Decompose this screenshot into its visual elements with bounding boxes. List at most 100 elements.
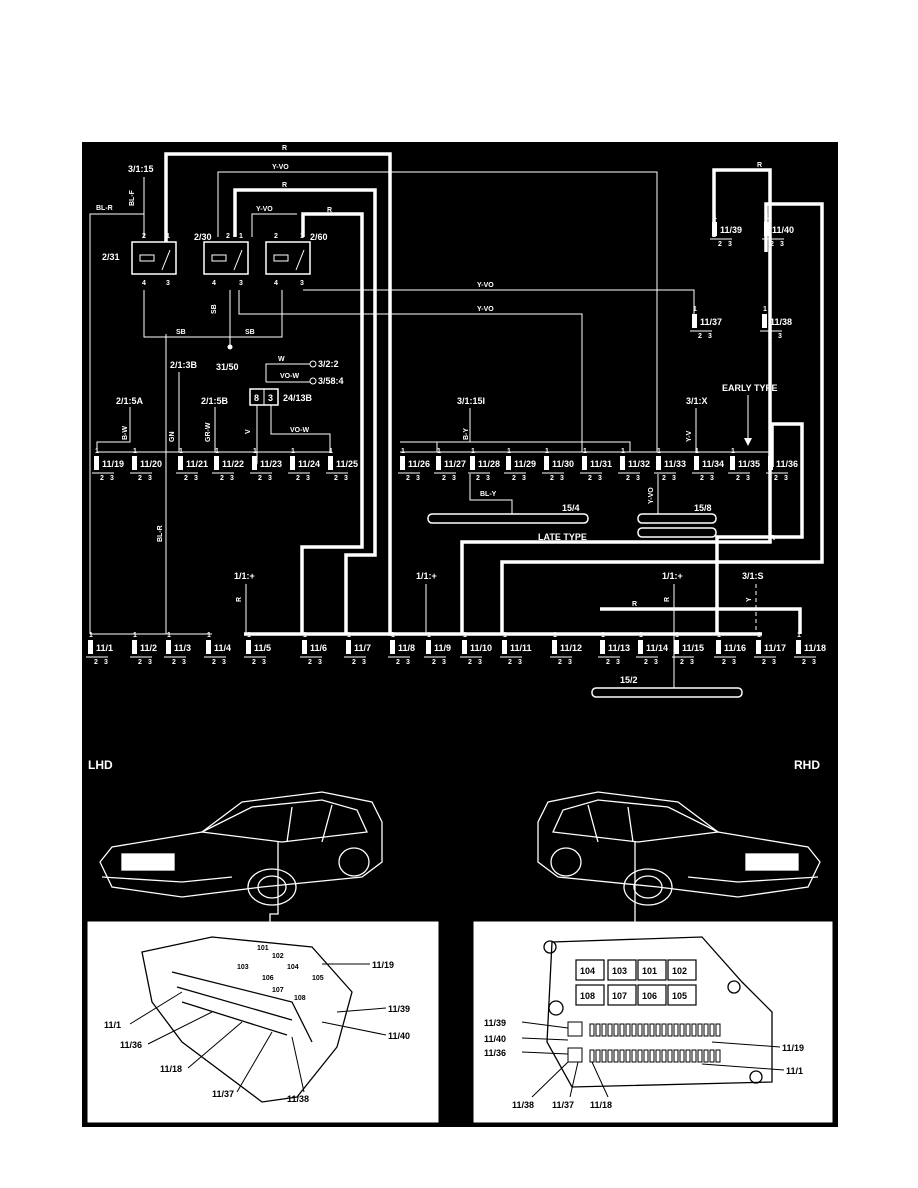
rhd-relay-label: 104 xyxy=(580,966,595,976)
rhd-relay-slot xyxy=(667,959,697,981)
car-lhd-illustration xyxy=(99,791,383,932)
fuse-label: 11/18 xyxy=(804,643,826,653)
fuse-label: 11/14 xyxy=(646,643,668,653)
fuse-pin-2: 2 xyxy=(550,475,554,482)
connector-213b: 2/1:3B xyxy=(170,360,198,370)
rhd-fuse-slot xyxy=(709,1023,715,1037)
fuse-pin-1: 1 xyxy=(545,448,549,455)
fuse-pin-3: 3 xyxy=(452,475,456,482)
fuse-pin-3: 3 xyxy=(780,241,784,248)
rhd-callout: 11/18 xyxy=(590,1100,612,1110)
fuse-pin-1: 1 xyxy=(601,632,605,639)
rhd-fuse-slot xyxy=(667,1023,673,1037)
fuse-label: 11/13 xyxy=(608,643,630,653)
fuse-pin-3: 3 xyxy=(148,475,152,482)
fuse-pin-3: 3 xyxy=(148,659,152,666)
fuse-pin-2: 2 xyxy=(184,475,188,482)
lhd-callout: 11/1 xyxy=(104,1020,121,1030)
fuse-label: 11/26 xyxy=(408,459,430,469)
lhd-callout: 11/19 xyxy=(372,960,394,970)
fuse-pin-2: 2 xyxy=(352,659,356,666)
rhd-fuse-slot xyxy=(649,1023,655,1037)
fuse-pin-1: 1 xyxy=(657,448,661,455)
fuse-pin-2: 2 xyxy=(606,659,610,666)
label-late-type: LATE TYPE xyxy=(538,532,587,542)
rhd-fuse-slot xyxy=(607,1049,613,1063)
wire-label-sb-2: SB xyxy=(245,329,255,336)
rhd-fuse-slot xyxy=(661,1049,667,1063)
fuse-pin-1: 1 xyxy=(329,448,333,455)
fuse-pin-3: 3 xyxy=(654,659,658,666)
fuse-pin-1: 1 xyxy=(347,632,351,639)
fuse-pin-3: 3 xyxy=(306,475,310,482)
fuse-label: 11/24 xyxy=(298,459,320,469)
fuse-label: 11/9 xyxy=(434,643,451,653)
fuse-pin-1: 1 xyxy=(215,448,219,455)
rhd-relay-slot xyxy=(637,959,667,981)
wire-label-yvo-4: Y-VO xyxy=(477,306,494,313)
rhd-relay-label: 107 xyxy=(612,991,627,1001)
fuse-pin-2: 2 xyxy=(138,659,142,666)
rhd-fuse-big xyxy=(567,1047,583,1063)
fuse-pin-3: 3 xyxy=(690,659,694,666)
wire-label-bl-r: BL-R xyxy=(96,205,113,212)
rhd-relay-label: 103 xyxy=(612,966,627,976)
fuse-pin-1: 1 xyxy=(133,632,137,639)
svg-text:3: 3 xyxy=(300,280,304,287)
fuse-pin-2: 2 xyxy=(508,659,512,666)
wire-bl-y xyxy=(469,474,513,514)
svg-text:1: 1 xyxy=(239,233,243,240)
svg-text:2/30: 2/30 xyxy=(194,232,212,242)
rhd-callout: 11/36 xyxy=(484,1048,506,1058)
rhd-fuse-slot xyxy=(655,1023,661,1037)
fuse-pin-1: 1 xyxy=(291,448,295,455)
relay-231: 2/31 2 1 4 3 xyxy=(102,233,177,287)
fuse-label: 11/28 xyxy=(478,459,500,469)
rhd-fuse-slot xyxy=(649,1049,655,1063)
wire-vo-w-2 xyxy=(270,405,331,452)
fuse-pin-1: 1 xyxy=(583,448,587,455)
rhd-callout-line xyxy=(591,1061,609,1098)
lhd-callout-line xyxy=(336,1007,387,1013)
fuse-label: 11/2 xyxy=(140,643,157,653)
fuse-label: 11/38 xyxy=(770,317,792,327)
connector-31s: 3/1:S xyxy=(742,571,764,581)
lhd-callout-line xyxy=(236,1031,273,1093)
fuse-pin-1: 1 xyxy=(769,448,773,455)
fuse-pin-3: 3 xyxy=(560,475,564,482)
fuse-pin-2: 2 xyxy=(334,475,338,482)
fuse-pin-1: 1 xyxy=(693,306,697,313)
svg-text:2: 2 xyxy=(274,233,278,240)
svg-text:1: 1 xyxy=(300,233,304,240)
label-lhd: LHD xyxy=(88,758,113,772)
rhd-fuse-slot xyxy=(601,1023,607,1037)
rhd-relay-label: 108 xyxy=(580,991,595,1001)
svg-text:2: 2 xyxy=(226,233,230,240)
bus-158: 15/8 xyxy=(637,503,717,538)
rhd-fuse-slot xyxy=(685,1023,691,1037)
svg-text:3: 3 xyxy=(239,280,243,287)
rhd-fuse-slot xyxy=(619,1049,625,1063)
lhd-callout: 11/36 xyxy=(120,1040,142,1050)
lhd-callout-line xyxy=(291,1036,305,1093)
fuse-pin-3: 3 xyxy=(478,659,482,666)
rhd-callout-line xyxy=(521,1051,569,1055)
fuse-pin-2: 2 xyxy=(172,659,176,666)
wire-label-v: V xyxy=(245,429,252,434)
rhd-relay-slot xyxy=(575,984,605,1006)
fuse-pin-3: 3 xyxy=(708,333,712,340)
